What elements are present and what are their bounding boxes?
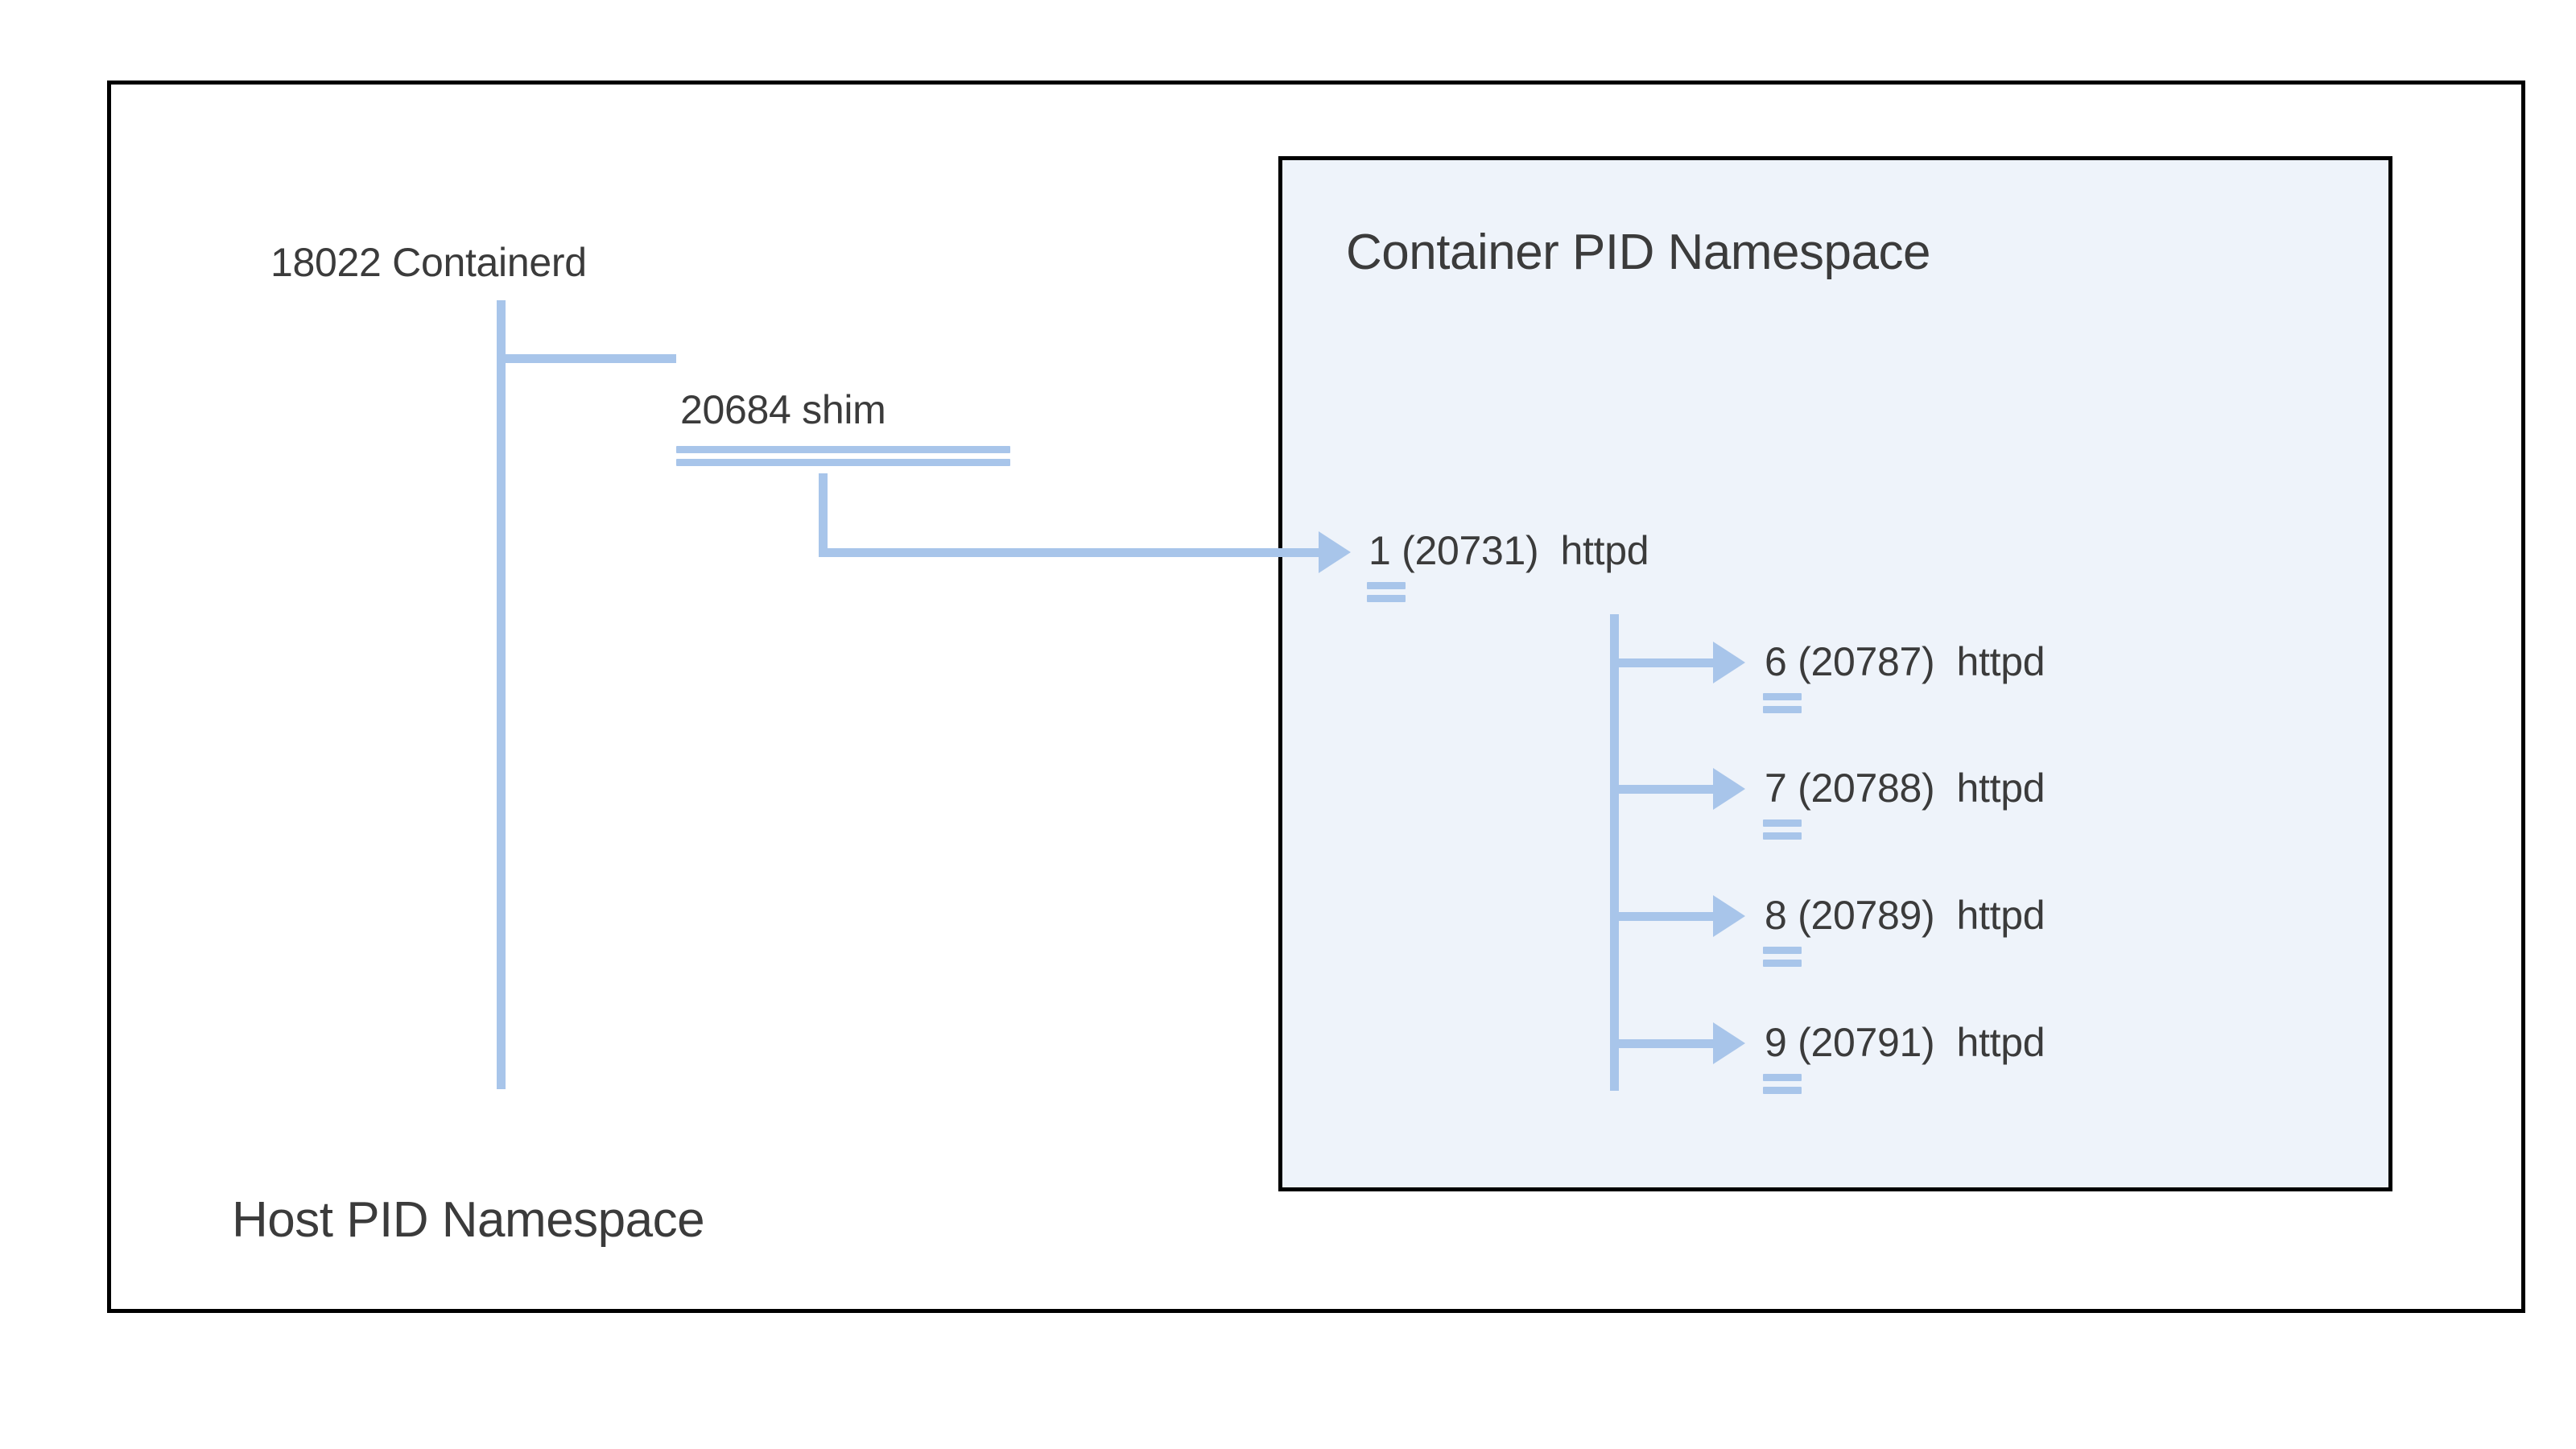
- child-3-process-name: httpd: [1956, 1020, 2046, 1065]
- child-1-branch-line: [1610, 785, 1716, 794]
- shim-underline-top: [676, 446, 1010, 453]
- child-0-underline-bottom: [1763, 706, 1802, 713]
- root-ns-pid: 1: [1368, 528, 1391, 573]
- process-node-child-1: 7 (20788) httpd: [1765, 765, 2046, 811]
- process-node-child-2: 8 (20789) httpd: [1765, 892, 2046, 939]
- containerd-trunk-line: [497, 300, 506, 1089]
- child-2-ns-pid: 8: [1765, 893, 1787, 938]
- child-2-underline-bottom: [1763, 960, 1802, 967]
- process-node-child-3: 9 (20791) httpd: [1765, 1019, 2046, 1066]
- child-3-underline-bottom: [1763, 1087, 1802, 1094]
- child-3-host-pid: (20791): [1798, 1020, 1935, 1065]
- containerd-label: 18022 Containerd: [270, 240, 587, 285]
- root-children-trunk-line: [1610, 614, 1619, 1091]
- root-process-name: httpd: [1560, 528, 1649, 573]
- host-namespace-title: Host PID Namespace: [232, 1192, 705, 1248]
- process-node-root-httpd: 1 (20731) httpd: [1368, 527, 1649, 574]
- child-1-ns-pid: 7: [1765, 766, 1787, 811]
- child-3-arrow-icon: [1713, 1022, 1745, 1064]
- child-2-branch-line: [1610, 912, 1716, 921]
- root-host-pid: (20731): [1402, 528, 1539, 573]
- child-1-host-pid: (20788): [1798, 766, 1935, 811]
- shim-to-root-vertical-line: [819, 473, 828, 557]
- process-node-containerd: 18022 Containerd: [270, 239, 587, 286]
- process-node-child-0: 6 (20787) httpd: [1765, 638, 2046, 685]
- shim-to-root-horizontal-line: [819, 548, 1322, 557]
- container-namespace-title: Container PID Namespace: [1346, 225, 1930, 280]
- shim-underline-bottom: [676, 459, 1010, 466]
- child-1-underline-bottom: [1763, 832, 1802, 840]
- shim-label: 20684 shim: [680, 387, 886, 432]
- child-0-underline-top: [1763, 693, 1802, 700]
- container-pid-namespace-box: [1278, 156, 2392, 1191]
- child-1-underline-top: [1763, 819, 1802, 827]
- process-node-shim: 20684 shim: [680, 386, 886, 433]
- root-ns-pid-underline-top: [1367, 582, 1406, 589]
- child-0-branch-line: [1610, 658, 1716, 667]
- child-2-host-pid: (20789): [1798, 893, 1935, 938]
- child-3-ns-pid: 9: [1765, 1020, 1787, 1065]
- containerd-to-shim-line: [497, 354, 676, 363]
- child-0-process-name: httpd: [1956, 639, 2046, 684]
- root-ns-pid-underline-bottom: [1367, 595, 1406, 602]
- child-1-arrow-icon: [1713, 768, 1745, 810]
- child-0-host-pid: (20787): [1798, 639, 1935, 684]
- child-2-underline-top: [1763, 947, 1802, 954]
- child-1-process-name: httpd: [1956, 766, 2046, 811]
- child-0-arrow-icon: [1713, 642, 1745, 683]
- child-2-arrow-icon: [1713, 895, 1745, 937]
- shim-to-root-arrow-icon: [1319, 531, 1351, 573]
- child-3-branch-line: [1610, 1039, 1716, 1048]
- child-3-underline-top: [1763, 1074, 1802, 1081]
- child-2-process-name: httpd: [1956, 893, 2046, 938]
- child-0-ns-pid: 6: [1765, 639, 1787, 684]
